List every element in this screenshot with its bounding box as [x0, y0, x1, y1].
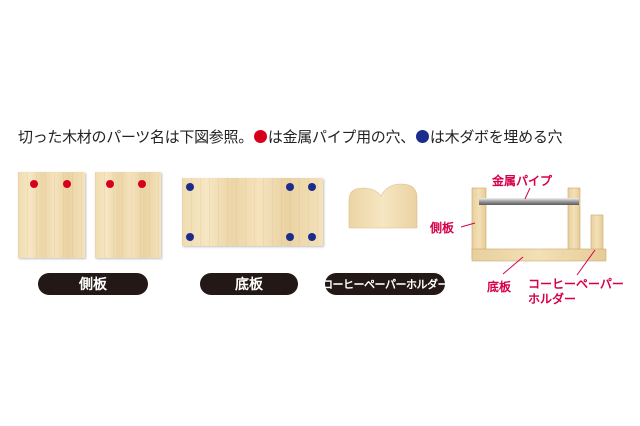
- caption-text-3: は木ダボを埋める穴: [429, 128, 563, 146]
- metal-pipe-hole: [138, 180, 146, 188]
- side-board-left: [18, 172, 85, 258]
- caption-text-2: は金属パイプ用の穴、: [267, 128, 415, 146]
- metal-pipe-label: 金属パイプ: [492, 174, 553, 188]
- side-board-right: [95, 172, 161, 258]
- dowel-hole: [186, 183, 194, 191]
- dowel-hole: [186, 233, 194, 241]
- caption-text-1: 切った木材のパーツ名は下図参照。: [18, 128, 253, 146]
- holder-label-line2: ホルダー: [528, 292, 577, 306]
- side-board-diagram-label: 側板: [430, 221, 455, 235]
- side-board-label: 側板: [38, 273, 148, 295]
- assembly-diagram: 金属パイプ 側板 底板 コーヒーペーパー ホルダー: [425, 165, 640, 320]
- coffee-paper-holder-label: コーヒーペーパーホルダー: [322, 273, 448, 295]
- coffee-paper-holder-diagram-label: コーヒーペーパー ホルダー: [528, 277, 624, 307]
- bottom-board: [182, 178, 323, 246]
- coffee-paper-holder-piece: [348, 183, 418, 229]
- dowel-hole: [286, 233, 294, 241]
- instruction-caption: 切った木材のパーツ名は下図参照。は金属パイプ用の穴、は木ダボを埋める穴: [18, 126, 563, 147]
- metal-pipe-hole: [106, 180, 114, 188]
- dowel-hole: [308, 183, 316, 191]
- dowel-hole: [308, 233, 316, 241]
- bottom-board-diagram-label: 底板: [487, 280, 512, 294]
- red-dot-icon: [253, 130, 267, 143]
- dowel-hole: [286, 183, 294, 191]
- holder-label-line1: コーヒーペーパー: [528, 277, 624, 291]
- bottom-board-label: 底板: [200, 273, 298, 295]
- assembly-illustration: [460, 187, 607, 276]
- metal-pipe-hole: [30, 180, 38, 188]
- metal-pipe-hole: [63, 180, 71, 188]
- blue-dot-icon: [415, 130, 429, 143]
